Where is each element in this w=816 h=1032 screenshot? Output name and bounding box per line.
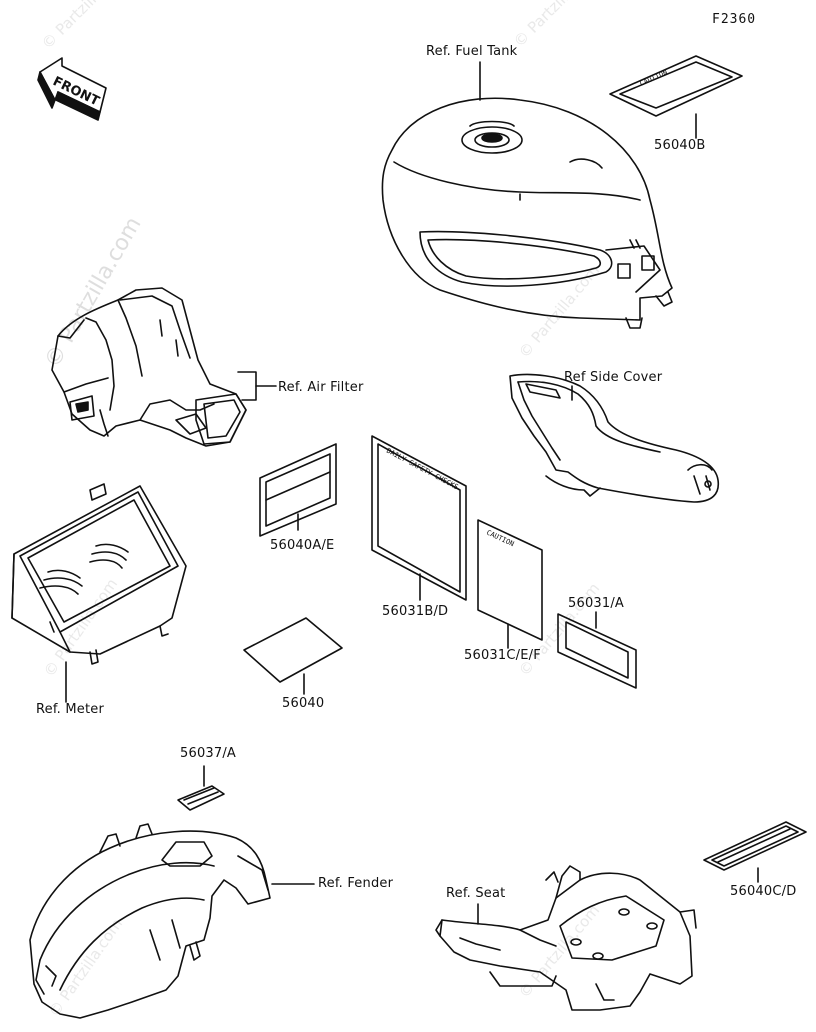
label-56040: 56040 (282, 696, 325, 711)
label-56031BD: DAILY SAFETY CHECKS (371, 435, 467, 601)
label-ref-fuel-tank: Ref. Fuel Tank (426, 44, 518, 59)
label-56040CD (703, 821, 807, 871)
front-arrow-icon: FRONT (37, 57, 107, 121)
label-56031CEF: 56031C/E/F (464, 648, 541, 663)
label-56031BD: 56031B/D (382, 604, 449, 619)
label-56040AE: 56040A/E (270, 538, 335, 553)
fuel-tank (381, 97, 673, 329)
label-ref-meter: Ref. Meter (36, 702, 104, 717)
label-ref-seat: Ref. Seat (446, 886, 506, 901)
air-filter-box (51, 287, 247, 447)
caution-text-56040B: CAUTION (639, 69, 669, 88)
rear-fender (29, 823, 271, 1019)
label-56040CD: 56040C/D (730, 884, 797, 899)
label-ref-side-cover: Ref Side Cover (564, 370, 663, 385)
side-cover (509, 373, 720, 503)
caution-label-56040B: CAUTION (609, 55, 743, 117)
label-56040 (243, 617, 343, 683)
label-56040B: 56040B (654, 138, 706, 153)
label-56031A: 56031/A (568, 596, 625, 611)
label-ref-fender: Ref. Fender (318, 876, 394, 891)
label-56037A (177, 785, 225, 811)
figure-code: F2360 (712, 12, 757, 27)
label-ref-air-filter: Ref. Air Filter (278, 380, 364, 395)
bracket-air-filter (237, 371, 257, 401)
meter-housing (11, 483, 187, 665)
daily-safety-text: DAILY SAFETY CHECKS (385, 447, 459, 492)
rear-seat-cowl (435, 865, 697, 1011)
caution-text-56031CEF: CAUTION (485, 529, 515, 549)
label-56040AE (259, 443, 337, 537)
label-56031CEF: CAUTION (477, 519, 543, 641)
label-56031A (557, 613, 637, 689)
label-56037A: 56037/A (180, 746, 237, 761)
